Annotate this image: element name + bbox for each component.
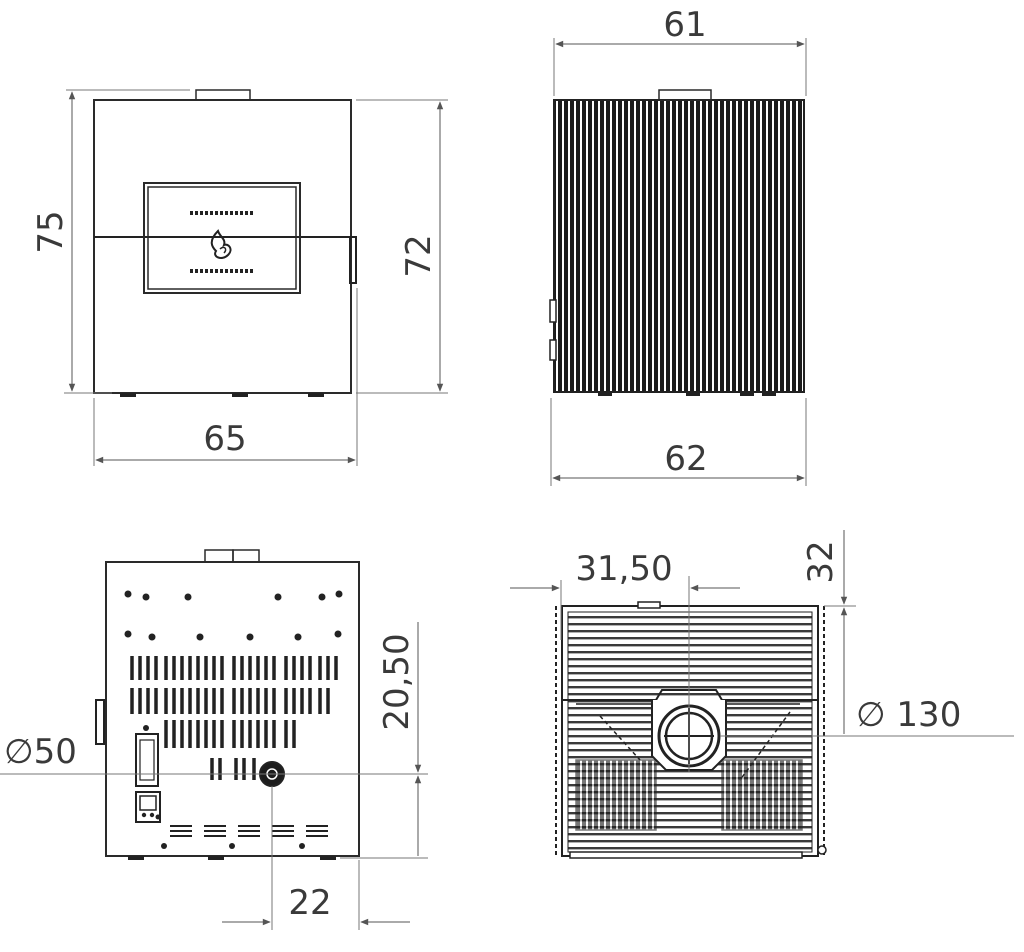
side-flue-stub (658, 89, 712, 101)
dim-side-top-width: 61 (663, 5, 706, 45)
dim-rear-outlet-offset: 22 (288, 883, 331, 923)
dim-rear-outlet-diameter: ∅50 (4, 732, 77, 772)
top-inner-grilles (575, 703, 803, 831)
rear-control-panel (135, 733, 159, 787)
rear-vent-slots (130, 656, 338, 780)
dim-side-bottom-width: 62 (664, 439, 707, 479)
top-view: 31,50 32 ∅ 130 (510, 530, 1014, 859)
dim-front-height-total: 75 (31, 210, 71, 253)
dim-top-flue-diameter: ∅ 130 (856, 695, 961, 735)
front-glass-frame (143, 182, 301, 294)
side-view: 61 62 (549, 5, 807, 486)
front-view: 75 72 65 (31, 89, 448, 466)
rear-screw-holes (124, 590, 343, 641)
dim-top-center-offset: 31,50 (575, 549, 672, 589)
side-body (553, 99, 805, 393)
dim-front-height-body: 72 (399, 234, 439, 277)
flame-icon (210, 229, 232, 259)
dim-top-flue-offset: 32 (801, 540, 841, 583)
front-door-handle (349, 236, 357, 284)
front-flue-stub (195, 89, 251, 101)
dim-front-width: 65 (203, 419, 246, 459)
rear-bottom-slots (170, 825, 328, 837)
rear-view: ∅50 20,50 22 (0, 549, 428, 930)
dim-rear-outlet-height: 20,50 (377, 633, 417, 730)
